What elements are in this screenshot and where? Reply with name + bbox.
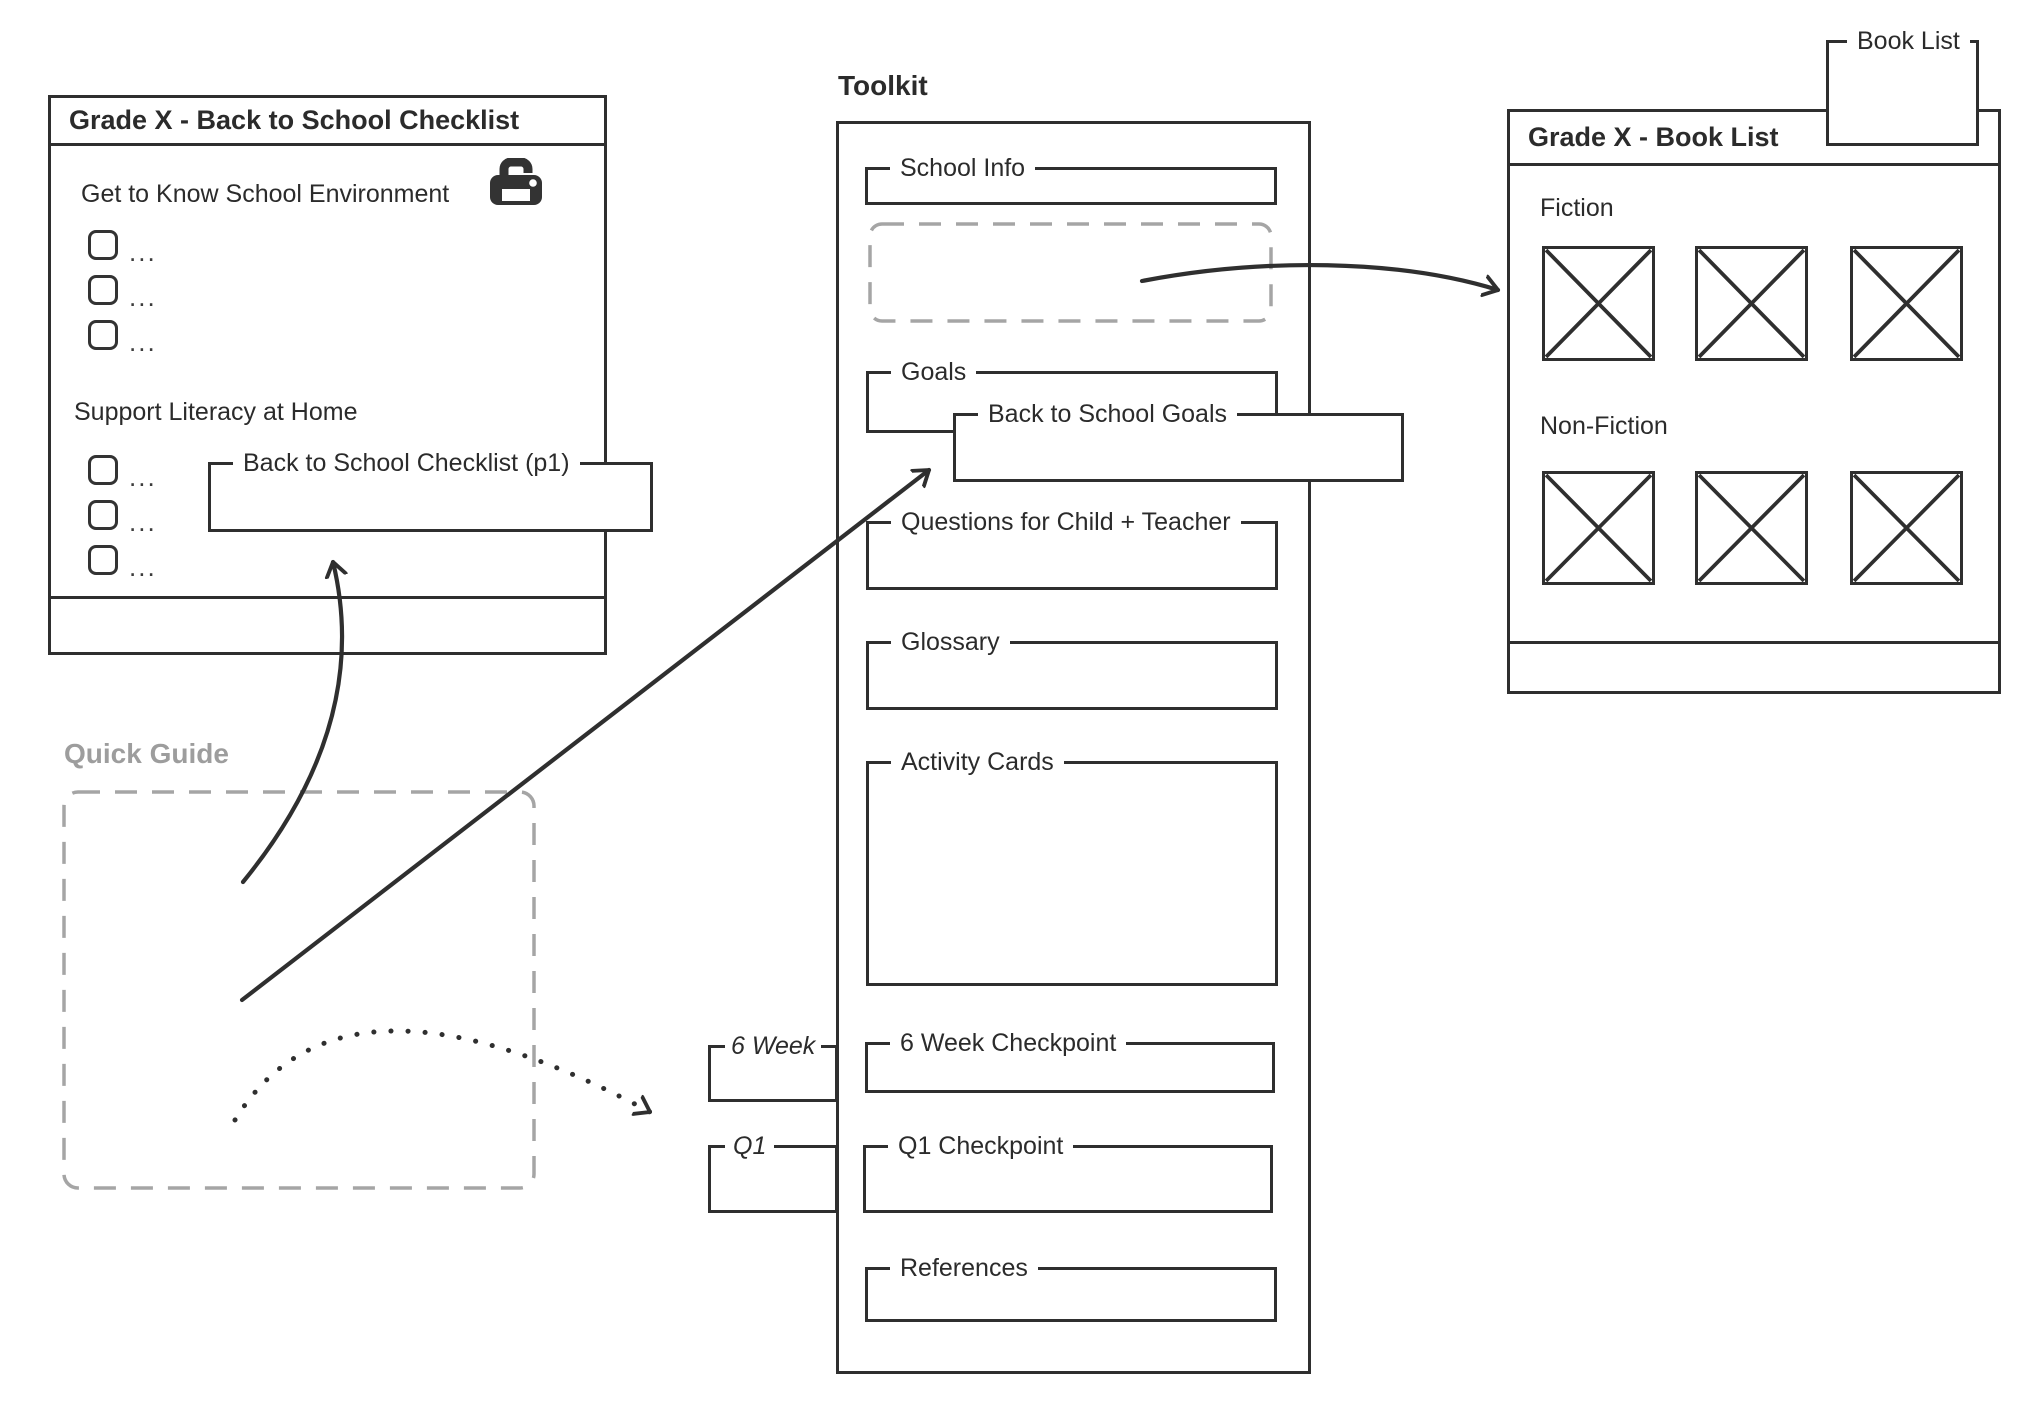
quick-guide-dashed-box[interactable] xyxy=(62,790,536,1190)
checklist-panel[interactable]: Grade X - Back to School Checklist Get t… xyxy=(48,95,607,655)
checkbox-item-dots: ... xyxy=(129,282,157,312)
checkbox-item-dots: ... xyxy=(129,462,157,492)
tab-6-week-label: 6 Week xyxy=(725,1031,822,1062)
toolkit-dashed-placeholder[interactable] xyxy=(868,222,1273,323)
tab-book-list[interactable]: Book List xyxy=(1826,26,1979,146)
checkbox[interactable] xyxy=(88,545,118,575)
non-fiction-heading: Non-Fiction xyxy=(1540,412,1668,440)
activity-cards-label: Activity Cards xyxy=(891,747,1064,778)
toolkit-section-glossary[interactable]: Glossary xyxy=(866,627,1278,710)
six-week-checkpoint-label: 6 Week Checkpoint xyxy=(890,1028,1127,1059)
toolkit-section-back-to-school-goals[interactable]: Back to School Goals xyxy=(953,399,1404,482)
back-to-school-goals-label: Back to School Goals xyxy=(978,399,1238,430)
tab-q1[interactable]: Q1 xyxy=(708,1131,838,1213)
checkbox[interactable] xyxy=(88,455,118,485)
toolkit-section-questions[interactable]: Questions for Child + Teacher xyxy=(866,507,1278,590)
checklist-section1-heading: Get to Know School Environment xyxy=(81,180,450,208)
tab-6-week[interactable]: 6 Week xyxy=(708,1031,838,1102)
checklist-title-bar: Grade X - Back to School Checklist xyxy=(51,98,604,146)
glossary-label: Glossary xyxy=(891,627,1010,658)
book-list-footer-divider xyxy=(1510,641,1998,644)
fiction-heading: Fiction xyxy=(1540,194,1614,222)
book-list-title: Grade X - Book List xyxy=(1528,122,1779,152)
quick-guide-label: Quick Guide xyxy=(64,738,229,769)
image-placeholder[interactable] xyxy=(1695,246,1808,361)
image-placeholder[interactable] xyxy=(1850,471,1963,585)
checklist-footer-divider xyxy=(51,596,604,599)
image-placeholder[interactable] xyxy=(1542,471,1655,585)
checklist-page-label: Back to School Checklist (p1) xyxy=(233,448,580,479)
checkbox-item-dots: ... xyxy=(129,552,157,582)
image-placeholder[interactable] xyxy=(1695,471,1808,585)
checkbox-item-dots: ... xyxy=(129,327,157,357)
school-info-label: School Info xyxy=(890,153,1036,184)
printer-icon[interactable] xyxy=(489,157,543,212)
checkbox-item-dots: ... xyxy=(129,237,157,267)
checklist-page-label-box[interactable]: Back to School Checklist (p1) xyxy=(208,448,653,532)
goals-label: Goals xyxy=(891,357,977,388)
questions-label: Questions for Child + Teacher xyxy=(891,507,1241,538)
image-placeholder[interactable] xyxy=(1850,246,1963,361)
tab-book-list-label: Book List xyxy=(1847,26,1970,57)
book-list-title-bar: Grade X - Book List xyxy=(1510,112,1998,166)
checkbox[interactable] xyxy=(88,500,118,530)
tab-q1-label: Q1 xyxy=(725,1131,775,1162)
references-label: References xyxy=(890,1253,1038,1284)
toolkit-section-6-week-checkpoint[interactable]: 6 Week Checkpoint xyxy=(865,1028,1275,1093)
toolkit-section-activity-cards[interactable]: Activity Cards xyxy=(866,747,1278,986)
checkbox[interactable] xyxy=(88,275,118,305)
q1-checkpoint-label: Q1 Checkpoint xyxy=(888,1131,1074,1162)
image-placeholder[interactable] xyxy=(1542,246,1655,361)
toolkit-section-references[interactable]: References xyxy=(865,1253,1277,1322)
checkbox[interactable] xyxy=(88,230,118,260)
toolkit-section-q1-checkpoint[interactable]: Q1 Checkpoint xyxy=(863,1131,1273,1213)
checkbox[interactable] xyxy=(88,320,118,350)
toolkit-section-school-info[interactable]: School Info xyxy=(865,153,1277,205)
checkbox-item-dots: ... xyxy=(129,507,157,537)
toolkit-title: Toolkit xyxy=(838,70,928,101)
checklist-title: Grade X - Back to School Checklist xyxy=(69,105,520,135)
checklist-section2-heading: Support Literacy at Home xyxy=(74,398,358,426)
book-list-panel[interactable]: Grade X - Book List Fiction Non-Fiction xyxy=(1507,109,2001,694)
